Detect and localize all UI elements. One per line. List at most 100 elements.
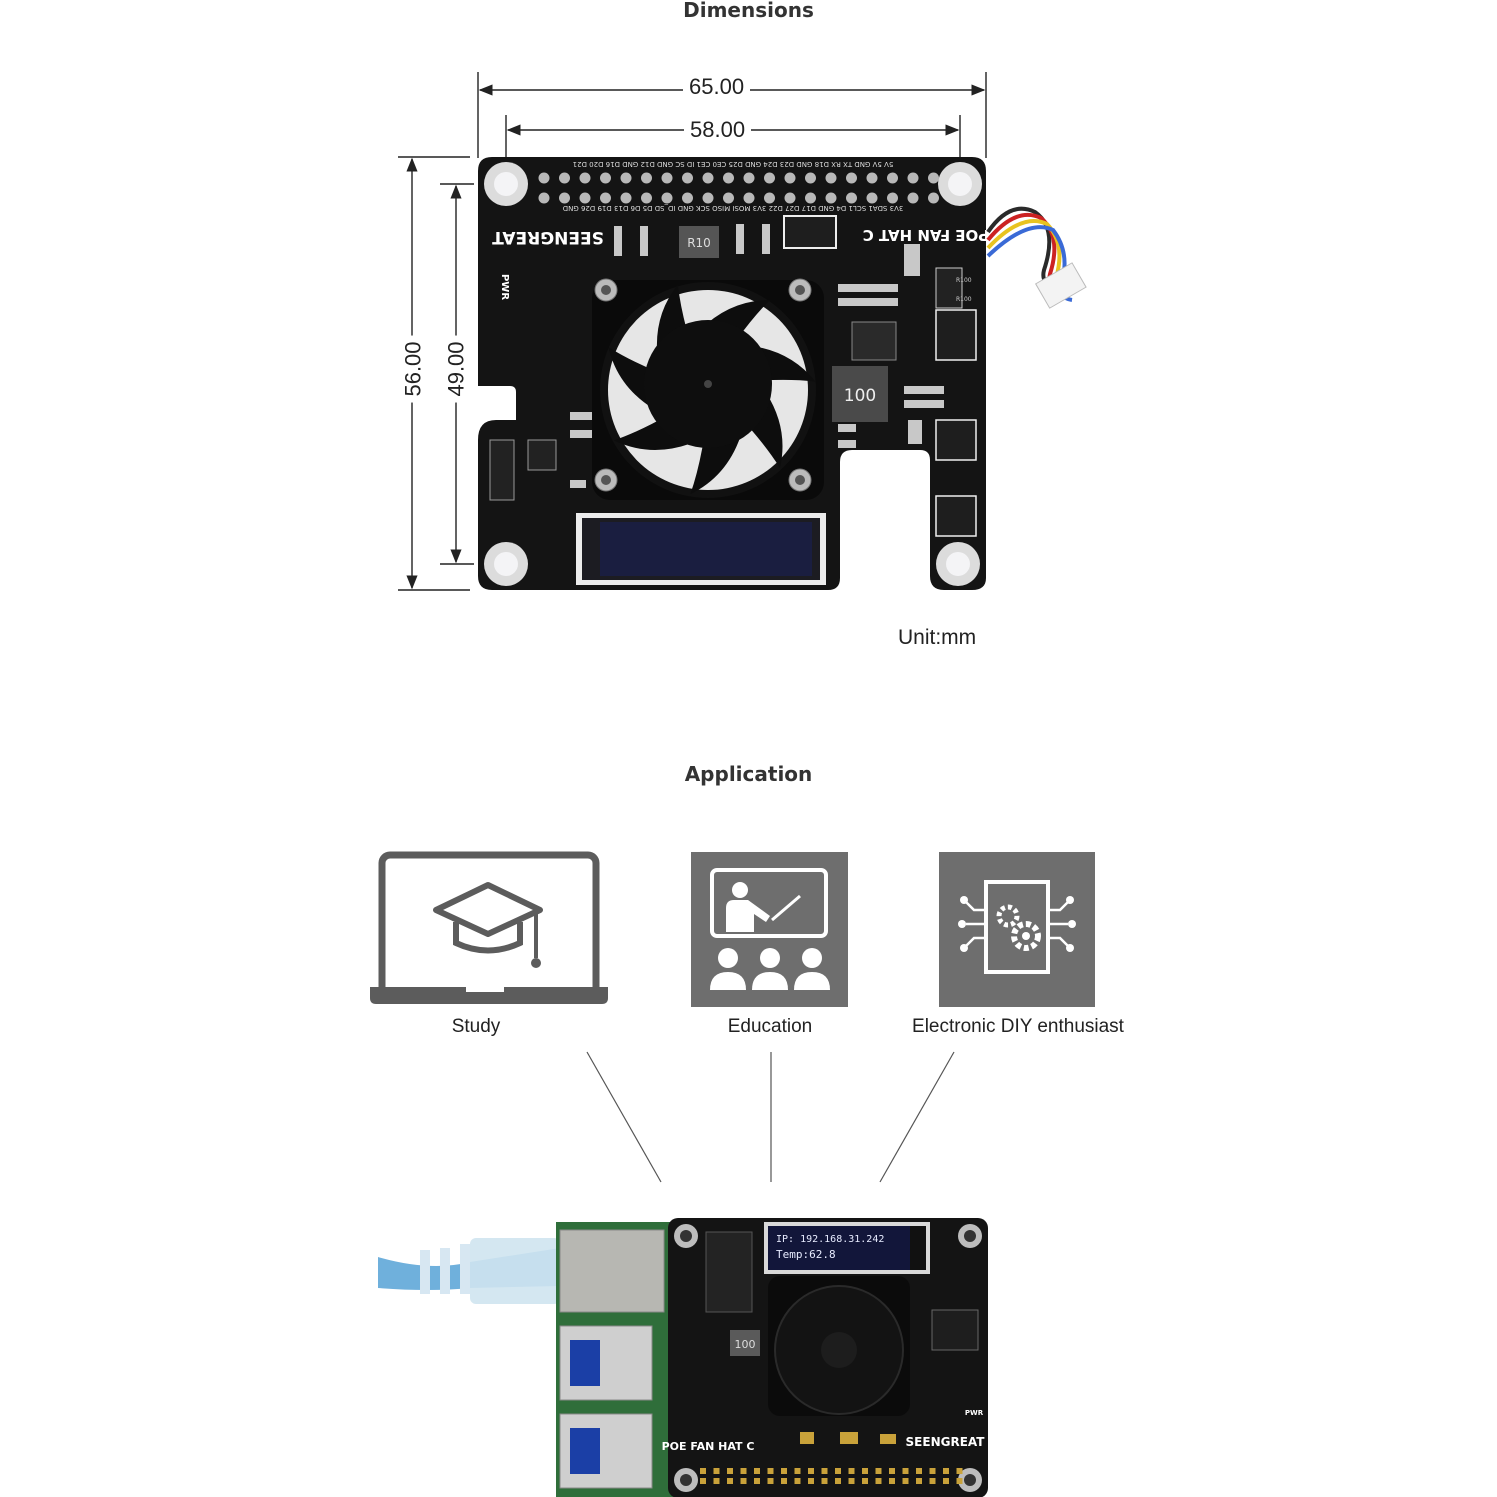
header-pin bbox=[907, 192, 919, 204]
header-pin bbox=[559, 172, 570, 184]
photo-header-pin bbox=[781, 1478, 787, 1484]
width-outer-label: 65.00 bbox=[683, 74, 751, 100]
header-pin bbox=[846, 192, 857, 204]
header-pin bbox=[764, 172, 775, 184]
fan-cable bbox=[986, 206, 1087, 309]
header-pin bbox=[825, 172, 837, 184]
smd-components: R10 100 R100 R100 bbox=[489, 215, 977, 537]
photo-header-pin bbox=[767, 1468, 774, 1474]
header-pin bbox=[866, 172, 878, 184]
header-pin bbox=[641, 192, 652, 204]
connector-lines bbox=[586, 1051, 955, 1183]
photo-header-pin bbox=[848, 1468, 855, 1474]
photo-inductor: 100 bbox=[735, 1338, 756, 1351]
photo-brand: SEENGREAT bbox=[906, 1435, 986, 1449]
classroom-teacher-icon bbox=[691, 852, 848, 1007]
graduation-laptop-icon bbox=[370, 851, 608, 1004]
oled-ip-text: IP: 192.168.31.242 bbox=[776, 1234, 884, 1245]
header-pin bbox=[928, 172, 939, 184]
photo-header-pin bbox=[821, 1478, 828, 1484]
photo-header-pin bbox=[821, 1468, 828, 1474]
dimension-drawing: 5V 5V GND TX RX D18 GND D23 D24 GND D25 … bbox=[398, 72, 1087, 591]
photo-header-pin bbox=[835, 1468, 841, 1474]
photo-header-pin bbox=[889, 1468, 895, 1474]
header-pin bbox=[600, 172, 611, 184]
photo-header-pin bbox=[754, 1468, 760, 1474]
inductor-r10: R10 bbox=[687, 236, 711, 250]
cooling-fan bbox=[592, 278, 824, 500]
header-pin bbox=[743, 172, 755, 184]
photo-header-pin bbox=[740, 1478, 747, 1484]
height-outer-label: 56.00 bbox=[400, 335, 427, 403]
header-pin bbox=[579, 172, 591, 184]
inductor-100: 100 bbox=[844, 386, 876, 406]
header-pin bbox=[702, 192, 714, 204]
photo-header-pin bbox=[929, 1468, 936, 1474]
header-pin bbox=[928, 192, 939, 204]
header-pin bbox=[702, 172, 714, 184]
header-bottom-labels: 3V3 SDA1 SCL1 D4 GND D17 D27 D22 3V3 MOS… bbox=[563, 204, 904, 212]
photo-header-pin bbox=[862, 1468, 868, 1474]
photo-header-pin bbox=[916, 1478, 922, 1484]
photo-header-pin bbox=[929, 1478, 936, 1484]
res-label-a: R100 bbox=[956, 277, 972, 284]
oled-temp-text: Temp:62.8 bbox=[776, 1248, 836, 1261]
photo-header-pin bbox=[740, 1468, 747, 1474]
header-pin bbox=[805, 172, 816, 184]
header-pin bbox=[682, 172, 693, 184]
photo-header-pin bbox=[862, 1478, 868, 1484]
photo-header-pin bbox=[713, 1478, 720, 1484]
photo-header-pin bbox=[875, 1478, 882, 1484]
extension-lines bbox=[398, 72, 987, 591]
header-pin bbox=[805, 192, 816, 204]
header-pin bbox=[723, 192, 734, 204]
photo-header-pin bbox=[835, 1478, 841, 1484]
application-heading: Application bbox=[684, 762, 813, 786]
application-label-diy: Electronic DIY enthusiast bbox=[912, 1016, 1124, 1037]
oled-display bbox=[576, 513, 826, 585]
header-pin bbox=[784, 172, 796, 184]
photo-header-pin bbox=[794, 1468, 801, 1474]
header-pin bbox=[600, 192, 611, 204]
header-pin bbox=[723, 172, 734, 184]
photo-header-pin bbox=[727, 1468, 733, 1474]
photo-header-pin bbox=[808, 1468, 814, 1474]
header-pin bbox=[866, 192, 878, 204]
photo-header-pin bbox=[916, 1468, 922, 1474]
photo-header-pin bbox=[781, 1468, 787, 1474]
photo-header-pin bbox=[727, 1478, 733, 1484]
header-pin bbox=[887, 172, 898, 184]
header-pin bbox=[641, 172, 652, 184]
photo-header-pin bbox=[700, 1468, 706, 1474]
header-pin bbox=[538, 192, 550, 204]
mounting-holes bbox=[484, 162, 982, 586]
header-pin bbox=[784, 192, 796, 204]
photo-header-pin bbox=[848, 1478, 855, 1484]
photo-header-pin bbox=[902, 1468, 909, 1474]
product-photo: IP: 192.168.31.242 Temp:62.8 100 POE FAN… bbox=[378, 1218, 988, 1497]
photo-header-pin bbox=[875, 1468, 882, 1474]
pwr-label: PWR bbox=[499, 274, 510, 300]
application-label-study: Study bbox=[451, 1016, 501, 1037]
circuit-gear-icon bbox=[939, 852, 1095, 1007]
width-inner-label: 58.00 bbox=[684, 117, 752, 143]
photo-header-pin bbox=[754, 1478, 760, 1484]
photo-header-pin bbox=[808, 1478, 814, 1484]
header-pin bbox=[620, 172, 632, 184]
board-name-text: POE FAN HAT C bbox=[863, 226, 990, 244]
header-pin bbox=[620, 192, 632, 204]
header-pin bbox=[825, 192, 837, 204]
photo-pwr-label: PWR bbox=[965, 1409, 984, 1417]
res-label-b: R100 bbox=[956, 296, 972, 303]
header-pin bbox=[743, 192, 755, 204]
height-inner-label: 49.00 bbox=[443, 335, 470, 403]
photo-header-pin bbox=[956, 1468, 963, 1474]
gpio-header-pins bbox=[538, 172, 939, 204]
header-pin bbox=[661, 172, 673, 184]
header-pin bbox=[907, 172, 919, 184]
unit-label: Unit:mm bbox=[892, 626, 983, 650]
dimensions-heading: Dimensions bbox=[683, 0, 814, 22]
photo-board-name: POE FAN HAT C bbox=[662, 1440, 755, 1453]
header-top-labels: 5V 5V GND TX RX D18 GND D23 D24 GND D25 … bbox=[573, 160, 894, 168]
header-pin bbox=[764, 192, 775, 204]
